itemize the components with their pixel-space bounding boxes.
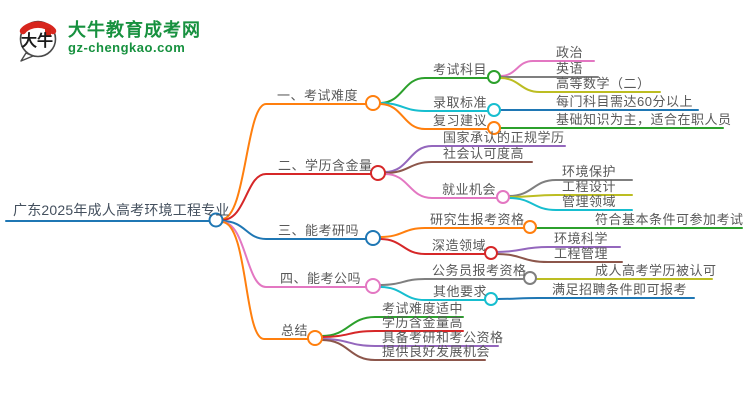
further-study-fields-circle[interactable]: [484, 246, 498, 260]
brand-domain: gz-chengkao.com: [68, 39, 186, 55]
postgrad-civil-qualified-label: 具备考研和考公资格: [382, 330, 504, 345]
postgrad-qualification-circle[interactable]: [523, 220, 537, 234]
job-opportunities-label: 就业机会: [442, 182, 497, 197]
meet-basic-conditions-label: 符合基本条件可参加考试: [595, 212, 744, 227]
environmental-protection-label: 环境保护: [562, 164, 617, 179]
edge-engineering-management: [496, 253, 623, 263]
edge-state-recognized-degree: [384, 145, 566, 173]
site-logo: 大牛 大牛教育成考网 gz-chengkao.com: [16, 12, 201, 62]
high-value-label: 学历含金量高: [382, 315, 464, 330]
social-recognition-label: 社会认可度高: [443, 146, 525, 161]
civil-service-eligibility-circle[interactable]: [365, 278, 381, 294]
edge-summary: [221, 221, 309, 340]
edge-environmental-science: [496, 246, 621, 253]
further-study-fields-label: 深造领域: [432, 238, 487, 253]
moderate-difficulty-label: 考试难度适中: [382, 301, 464, 316]
review-advice-label: 复习建议: [433, 113, 488, 128]
edge-high-value: [321, 330, 464, 338]
review-method-label: 基础知识为主，适合在职人员: [556, 112, 732, 127]
branch-summary-label: 总结: [281, 323, 309, 338]
good-opportunities-label: 提供良好发展机会: [382, 344, 491, 359]
edge-job-opportunities: [384, 173, 497, 199]
edge-admission-standard: [379, 102, 488, 112]
engineering-design-label: 工程设计: [562, 179, 617, 194]
brand-logo-icon: 大牛: [19, 20, 57, 62]
root-node-circle[interactable]: [208, 212, 224, 228]
edge-engineering-design: [508, 194, 633, 198]
edge-moderate-difficulty: [321, 316, 464, 337]
edge-good-opportunities: [321, 339, 486, 361]
exam-difficulty-circle[interactable]: [365, 95, 381, 111]
civil-service-qualification-label: 公务员报考资格: [432, 263, 527, 278]
summary-circle[interactable]: [307, 330, 323, 346]
degree-recognized-label: 成人高考学历被认可: [595, 263, 717, 278]
edge-postgrad-qualification: [379, 227, 524, 238]
postgrad-qualification-label: 研究生报考资格: [430, 212, 525, 227]
environmental-science-label: 环境科学: [554, 231, 609, 246]
edge-further-study-fields: [379, 238, 485, 255]
english-label: 英语: [556, 61, 584, 76]
review-advice-circle[interactable]: [487, 121, 501, 135]
engineering-management-label: 工程管理: [554, 246, 609, 261]
other-requirements-circle[interactable]: [484, 292, 498, 306]
politics-label: 政治: [556, 45, 584, 60]
other-requirements-label: 其他要求: [433, 284, 488, 299]
management-field-label: 管理领域: [562, 194, 617, 209]
meet-recruitment-conditions-label: 满足招聘条件即可报考: [552, 282, 688, 297]
branch-postgrad-eligibility-label: 三、能考研吗: [278, 223, 360, 238]
exam-subjects-label: 考试科目: [433, 62, 488, 77]
edge-degree-value: [221, 173, 372, 221]
edge-postgrad-civil-qualified: [321, 338, 499, 347]
branch-exam-difficulty-label: 一、考试难度: [277, 88, 359, 103]
root-label: 广东2025年成人高考环境工程专业: [13, 202, 230, 218]
logo-characters: 大牛: [21, 31, 53, 50]
edge-politics: [499, 60, 595, 77]
admission-standard-circle[interactable]: [487, 103, 501, 117]
edge-meet-recruitment-conditions: [496, 297, 695, 300]
advanced-math-2-label: 高等数学（二）: [556, 76, 651, 91]
edge-postgrad-eligibility: [221, 220, 367, 240]
edge-management-field: [508, 197, 633, 211]
edge-exam-difficulty: [221, 103, 367, 220]
postgrad-eligibility-circle[interactable]: [365, 230, 381, 246]
branch-civil-service-eligibility-label: 四、能考公吗: [280, 271, 362, 286]
civil-service-qualification-circle[interactable]: [523, 271, 537, 285]
job-opportunities-circle[interactable]: [496, 190, 510, 204]
state-recognized-degree-label: 国家承认的正规学历: [443, 130, 565, 145]
brand-name: 大牛教育成考网: [68, 19, 201, 40]
edge-exam-subjects: [379, 77, 488, 104]
exam-subjects-circle[interactable]: [487, 70, 501, 84]
branch-degree-value-label: 二、学历含金量: [278, 158, 373, 173]
edge-review-advice: [379, 103, 488, 130]
degree-value-circle[interactable]: [370, 165, 386, 181]
score-requirement-label: 每门科目需达60分以上: [556, 94, 693, 109]
edge-advanced-math-2: [499, 77, 661, 93]
edge-social-recognition: [384, 161, 533, 174]
edge-other-requirements: [379, 286, 485, 301]
admission-standard-label: 录取标准: [433, 95, 488, 110]
edge-civil-service-qualification: [379, 278, 524, 286]
edge-environmental-protection: [508, 179, 633, 197]
